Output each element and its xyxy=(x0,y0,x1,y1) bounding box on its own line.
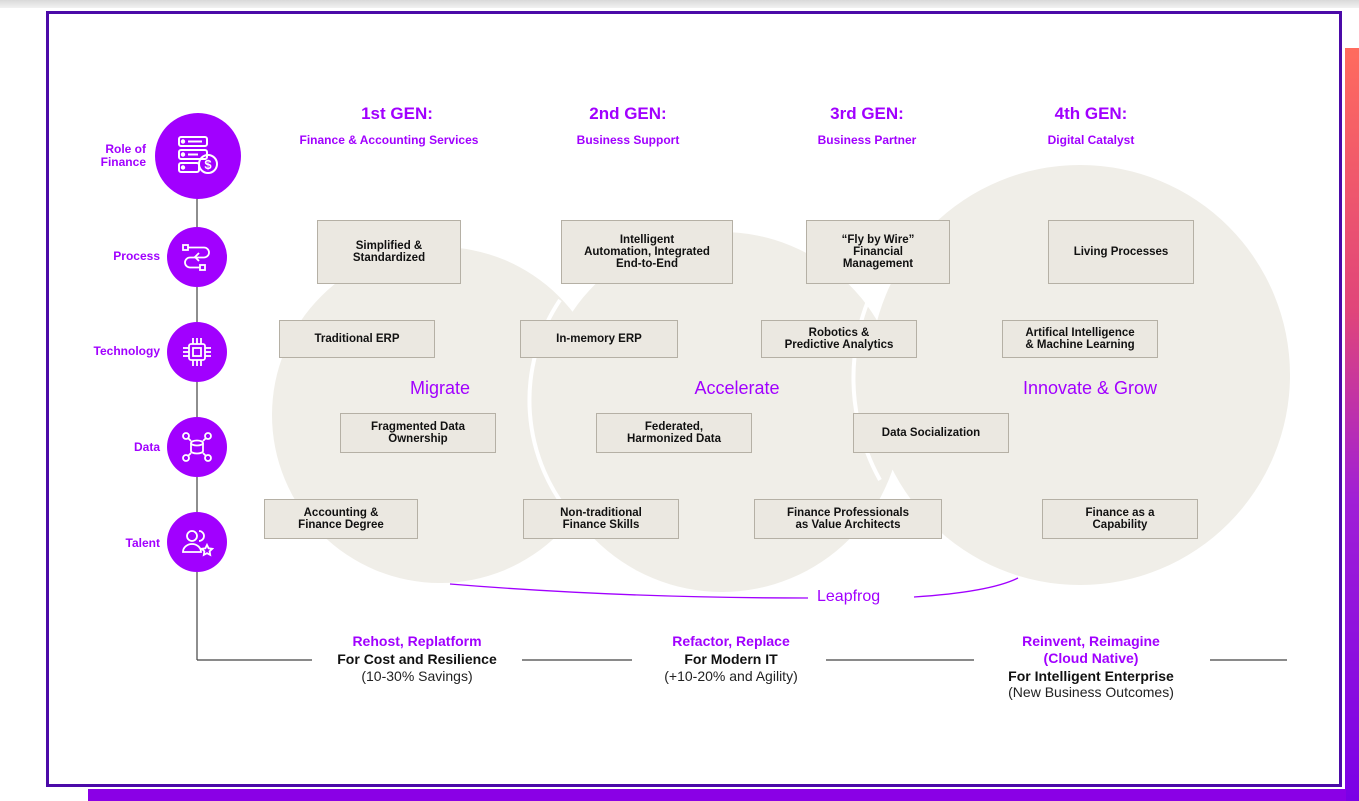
gen-4-subtitle: Digital Catalyst xyxy=(1047,133,1135,147)
outcome-2-subtitle: For Modern IT xyxy=(684,651,778,667)
gen-1-title: 1st GEN: xyxy=(361,104,433,123)
database-icon xyxy=(167,417,227,477)
window-top-bar xyxy=(0,0,1359,8)
outcome-1-note: (10-30% Savings) xyxy=(361,668,473,684)
leapfrog-curve-left xyxy=(449,583,809,599)
outcome-2-note: (+10-20% and Agility) xyxy=(664,668,798,684)
technology-box-1: Traditional ERP xyxy=(279,320,435,358)
data-box-3: Data Socialization xyxy=(853,413,1009,453)
process-box-1: Simplified & Standardized xyxy=(317,220,461,284)
process-flow-icon xyxy=(167,227,227,287)
people-star-icon xyxy=(167,512,227,572)
process-box-4: Living Processes xyxy=(1048,220,1194,284)
talent-box-1: Accounting & Finance Degree xyxy=(264,499,418,539)
technology-box-2: In-memory ERP xyxy=(520,320,678,358)
finance-dollar-icon: $ xyxy=(155,113,241,199)
row-label-talent: Talent xyxy=(125,536,160,550)
outcome-3-subtitle: For Intelligent Enterprise xyxy=(1008,668,1174,684)
process-box-2: Intelligent Automation, Integrated End-t… xyxy=(561,220,733,284)
gen-2-subtitle: Business Support xyxy=(576,133,680,147)
chip-icon xyxy=(167,322,227,382)
phase-innovate-grow: Innovate & Grow xyxy=(1022,378,1158,398)
row-label-technology: Technology xyxy=(93,344,160,358)
phase-migrate: Migrate xyxy=(409,378,471,398)
outcome-2-title: Refactor, Replace xyxy=(672,633,790,649)
row-label-data: Data xyxy=(133,440,160,454)
gen-3-title: 3rd GEN: xyxy=(830,104,904,123)
leapfrog-label: Leapfrog xyxy=(817,588,881,605)
data-box-2: Federated, Harmonized Data xyxy=(596,413,752,453)
gen-2-title: 2nd GEN: xyxy=(589,104,667,123)
talent-box-2: Non-traditional Finance Skills xyxy=(523,499,679,539)
gradient-accent-bar xyxy=(1345,48,1359,801)
data-box-1: Fragmented Data Ownership xyxy=(340,413,496,453)
outcome-3-note: (New Business Outcomes) xyxy=(1008,684,1174,700)
process-box-3: “Fly by Wire” Financial Management xyxy=(806,220,950,284)
talent-box-4: Finance as a Capability xyxy=(1042,499,1198,539)
svg-text:$: $ xyxy=(204,157,212,172)
row-label-process: Process xyxy=(113,249,160,263)
talent-box-3: Finance Professionals as Value Architect… xyxy=(754,499,942,539)
technology-box-3: Robotics & Predictive Analytics xyxy=(761,320,917,358)
gen-1-subtitle: Finance & Accounting Services xyxy=(299,133,479,147)
row-label-role-of-finance: Role of Finance xyxy=(100,142,146,169)
technology-box-4: Artifical Intelligence & Machine Learnin… xyxy=(1002,320,1158,358)
phase-accelerate: Accelerate xyxy=(694,378,780,398)
gen-3-subtitle: Business Partner xyxy=(817,133,917,147)
outcome-1-subtitle: For Cost and Resilience xyxy=(337,651,497,667)
leapfrog-curve-right xyxy=(913,577,1019,598)
gen-4-title: 4th GEN: xyxy=(1054,104,1128,123)
purple-shadow-bar xyxy=(88,789,1346,801)
outcome-1-title: Rehost, Replatform xyxy=(352,633,482,649)
outcome-3-title: Reinvent, Reimagine (Cloud Native) xyxy=(1022,633,1160,666)
